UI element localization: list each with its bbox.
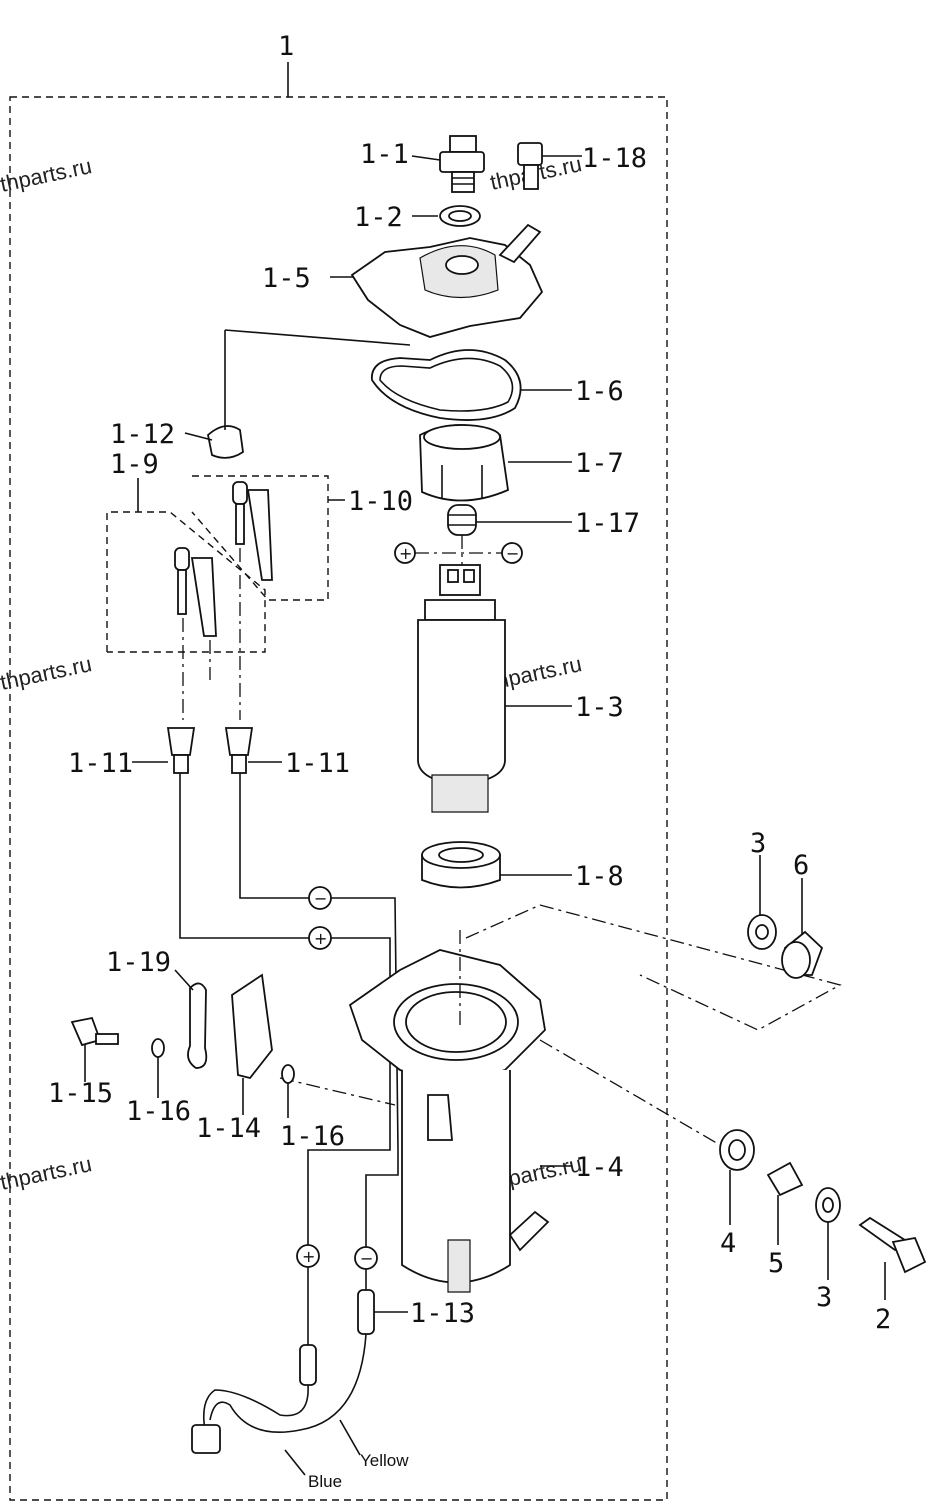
label-1-10: 1-10 <box>348 486 413 517</box>
label-1-11-right: 1-11 <box>285 748 350 779</box>
part-1-8-damper <box>421 841 572 889</box>
label-1-7: 1-7 <box>575 448 624 479</box>
label-4: 4 <box>720 1228 736 1259</box>
watermark-bottom-left: thparts.ru <box>0 1151 94 1195</box>
label-1-17: 1-17 <box>575 508 640 539</box>
part-1-4-housing <box>348 930 572 1293</box>
part-1-2-oring <box>412 205 481 227</box>
wire-blue-label: Blue <box>308 1472 342 1491</box>
label-2: 2 <box>875 1304 891 1335</box>
label-1-5: 1-5 <box>262 263 311 294</box>
label-1-19: 1-19 <box>106 947 171 978</box>
wire-minus-symbol-upper: − <box>314 889 327 908</box>
watermark-mid-left: thparts.ru <box>0 651 94 695</box>
part-1-1-fitting <box>411 135 485 193</box>
label-1-3: 1-3 <box>575 692 624 723</box>
wiring: − + + − <box>179 773 408 1476</box>
wire-plus-symbol-upper: + <box>314 929 327 948</box>
watermark-top-left: thparts.ru <box>0 153 94 197</box>
projection-lines <box>279 904 842 1146</box>
pump-plus-symbol: + <box>399 544 412 563</box>
label-1-4: 1-4 <box>575 1152 624 1183</box>
label-1-8: 1-8 <box>575 861 624 892</box>
part-1-3-fuel-pump <box>417 564 572 813</box>
label-3-bottom: 3 <box>816 1282 832 1313</box>
assembly-label: 1 <box>278 31 294 62</box>
label-6: 6 <box>793 850 809 881</box>
part-1-11-grommets <box>132 727 282 774</box>
label-1-13: 1-13 <box>410 1298 475 1329</box>
label-1-1: 1-1 <box>360 139 409 170</box>
assembly-boundary: 1 <box>9 31 668 1501</box>
connector-group <box>106 329 411 720</box>
label-1-16-right: 1-16 <box>280 1121 345 1152</box>
label-1-14: 1-14 <box>196 1113 261 1144</box>
pump-minus-symbol: − <box>506 544 519 563</box>
part-1-17-strainer <box>447 504 572 536</box>
pump-polarity: + − <box>394 535 523 570</box>
wire-minus-symbol-lower: − <box>360 1249 373 1268</box>
label-3-top: 3 <box>750 828 766 859</box>
label-1-18: 1-18 <box>582 143 647 174</box>
mount-parts <box>719 855 927 1300</box>
part-1-5-cover <box>330 223 544 338</box>
wire-yellow-label: Yellow <box>360 1451 409 1470</box>
label-5: 5 <box>768 1248 784 1279</box>
part-1-7-retainer <box>419 424 572 502</box>
label-1-12: 1-12 <box>110 419 175 450</box>
part-1-18-plug <box>517 142 582 190</box>
bracket-hardware <box>70 969 295 1118</box>
label-1-6: 1-6 <box>575 376 624 407</box>
label-1-16-left: 1-16 <box>126 1096 191 1127</box>
label-1-11-left: 1-11 <box>68 748 133 779</box>
label-1-9: 1-9 <box>110 449 159 480</box>
label-1-15: 1-15 <box>48 1078 113 1109</box>
wire-plus-symbol-lower: + <box>302 1247 315 1266</box>
part-1-6-gasket <box>371 349 572 421</box>
label-1-2: 1-2 <box>354 202 403 233</box>
